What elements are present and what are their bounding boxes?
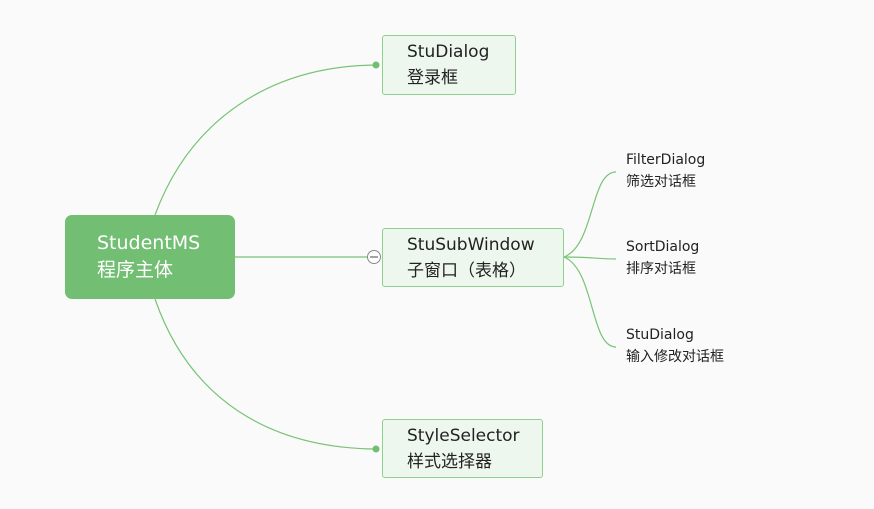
root-subtitle: 程序主体: [97, 259, 174, 281]
leaf-subtitle: 筛选对话框: [626, 174, 696, 190]
connector-root-to-studialog: [154, 64, 377, 216]
root-node-studentms[interactable]: StudentMS 程序主体: [65, 215, 235, 299]
leaf-subtitle: 排序对话框: [626, 261, 696, 277]
minus-circle-icon[interactable]: [367, 250, 381, 264]
node-subtitle: 登录框: [407, 68, 458, 88]
connector-to-filterdialog: [563, 171, 617, 258]
node-stusubwindow[interactable]: StuSubWindow 子窗口（表格）: [382, 228, 564, 287]
node-studialog-login[interactable]: StuDialog 登录框: [382, 35, 516, 95]
leaf-title: StuDialog: [626, 327, 694, 343]
node-title: StuDialog: [407, 42, 490, 62]
connector-dot: [372, 61, 380, 69]
node-styleselector[interactable]: StyleSelector 样式选择器: [382, 419, 543, 478]
connector-to-studialog-edit: [563, 256, 617, 348]
connector-root-to-styleselector: [154, 298, 377, 450]
node-subtitle: 样式选择器: [407, 452, 492, 472]
node-subtitle: 子窗口（表格）: [407, 261, 526, 281]
root-title: StudentMS: [97, 232, 201, 254]
leaf-filterdialog[interactable]: FilterDialog 筛选对话框: [626, 149, 705, 193]
node-title: StuSubWindow: [407, 235, 535, 255]
leaf-studialog-edit[interactable]: StuDialog 输入修改对话框: [626, 324, 724, 368]
leaf-sortdialog[interactable]: SortDialog 排序对话框: [626, 236, 699, 280]
node-title: StyleSelector: [407, 426, 520, 446]
leaf-title: SortDialog: [626, 239, 700, 255]
connector-to-sortdialog: [563, 256, 617, 260]
leaf-title: FilterDialog: [626, 152, 706, 168]
leaf-subtitle: 输入修改对话框: [626, 349, 724, 365]
connector-dot: [372, 445, 380, 453]
